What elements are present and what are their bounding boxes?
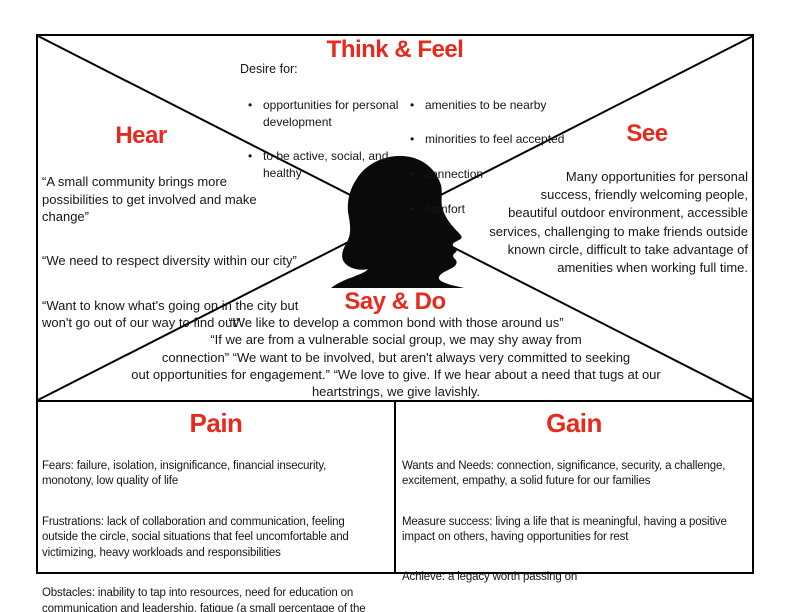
gain-items: Wants and Needs: connection, significanc… <box>402 443 752 611</box>
hear-quote: “We need to respect diversity within our… <box>42 253 297 269</box>
pain-items: Fears: failure, isolation, insignificanc… <box>42 443 392 612</box>
pain-item: Frustrations: lack of collaboration and … <box>42 515 349 559</box>
bullet-item: opportunities for personal development <box>246 97 416 131</box>
see-title: See <box>626 120 668 147</box>
pain-item: Fears: failure, isolation, insignificanc… <box>42 459 327 488</box>
gain-panel-border <box>394 400 754 574</box>
bullet-item: amenities to be nearby <box>408 97 593 114</box>
gain-title: Gain <box>546 408 602 438</box>
gain-item: Wants and Needs: connection, significanc… <box>402 459 726 488</box>
say-do-text: “We like to develop a common bond with t… <box>131 315 661 400</box>
gain-item: Achieve: a legacy worth passing on <box>402 571 578 584</box>
gain-item: Measure success: living a life that is m… <box>402 515 727 544</box>
hear-title: Hear <box>115 122 167 149</box>
say-do-title: Say & Do <box>344 288 446 315</box>
pain-item: Obstacles: inability to tap into resourc… <box>42 587 366 612</box>
think-feel-intro: Desire for: <box>240 62 298 76</box>
see-text: Many opportunities for personal success,… <box>489 169 748 275</box>
bullet-item: minorities to feel accepted <box>408 131 593 148</box>
think-feel-title: Think & Feel <box>326 36 464 63</box>
pain-title: Pain <box>189 408 243 438</box>
hear-quote: “A small community brings more possibili… <box>42 174 257 224</box>
